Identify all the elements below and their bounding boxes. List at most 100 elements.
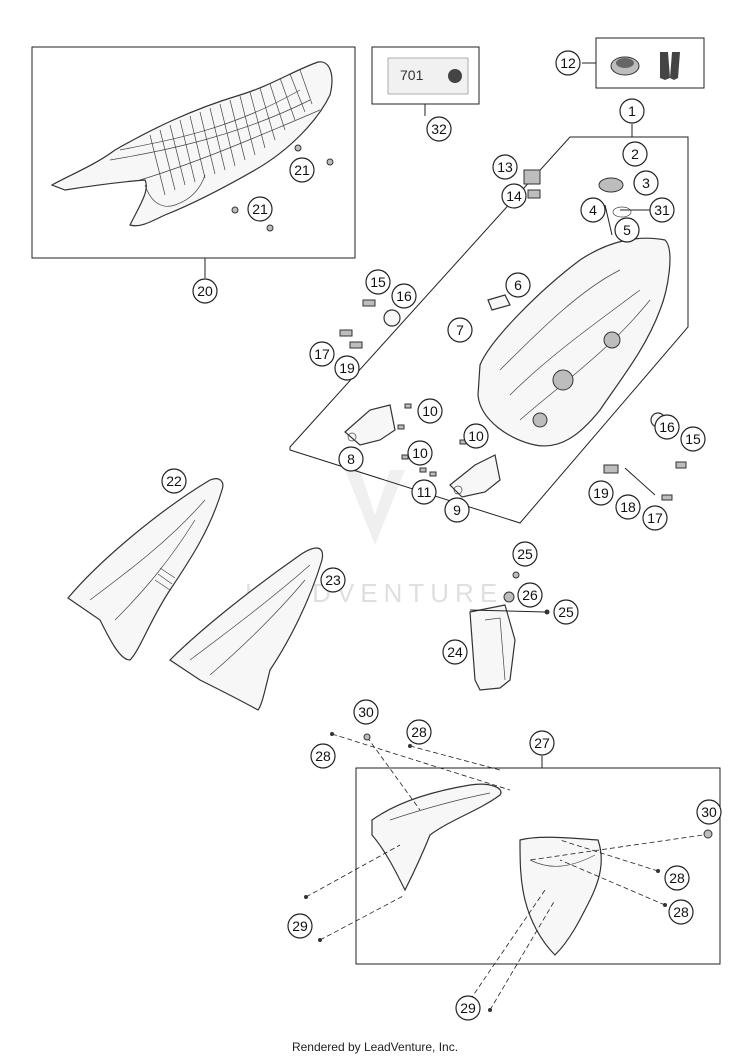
fuel-tank-group-box	[289, 136, 689, 524]
callout-16b: 16	[654, 414, 680, 440]
svg-text:16: 16	[659, 419, 675, 435]
callout-29a: 29	[287, 913, 313, 939]
tank-hardware	[339, 169, 687, 501]
svg-text:27: 27	[534, 735, 550, 751]
callout-10a: 10	[417, 398, 443, 424]
svg-text:24: 24	[447, 644, 463, 660]
callout-19b: 19	[588, 480, 614, 506]
callout-6: 6	[505, 272, 531, 298]
svg-text:8: 8	[347, 451, 355, 467]
svg-text:14: 14	[506, 188, 522, 204]
callout-18: 18	[615, 494, 641, 520]
svg-text:30: 30	[701, 804, 717, 820]
callout-28d: 28	[668, 899, 694, 925]
svg-text:4: 4	[589, 202, 597, 218]
spoiler-dashed-lines	[305, 733, 711, 1011]
svg-text:18: 18	[620, 499, 636, 515]
svg-text:30: 30	[358, 704, 374, 720]
spoiler-fasteners	[304, 732, 713, 1012]
callout-16a: 16	[391, 283, 417, 309]
fuel-cap-set	[610, 52, 680, 80]
callout-28a: 28	[310, 743, 336, 769]
callout-7: 7	[447, 317, 473, 343]
svg-text:15: 15	[370, 274, 386, 290]
callout-31: 31	[649, 197, 675, 223]
callout-10b: 10	[407, 440, 433, 466]
callout-22: 22	[161, 468, 187, 494]
svg-text:21: 21	[294, 162, 310, 178]
seat	[50, 61, 333, 227]
callout-28b: 28	[406, 719, 432, 745]
callout-12: 12	[555, 50, 581, 76]
seat-group-box	[31, 46, 356, 259]
callout-2: 2	[622, 141, 648, 167]
svg-text:13: 13	[497, 159, 513, 175]
svg-text:29: 29	[460, 1000, 476, 1016]
callout-19a: 19	[334, 355, 360, 381]
callout-4: 4	[580, 197, 606, 223]
callout-15a: 15	[365, 269, 391, 295]
callout-21a: 21	[289, 157, 315, 183]
callout-30b: 30	[696, 799, 722, 825]
callout-23: 23	[320, 567, 346, 593]
footer-credit: Rendered by LeadVenture, Inc.	[291, 1040, 459, 1054]
svg-text:3: 3	[642, 175, 650, 191]
callout-11: 11	[411, 479, 437, 505]
svg-text:19: 19	[339, 360, 355, 376]
svg-text:26: 26	[522, 587, 538, 603]
svg-text:25: 25	[558, 604, 574, 620]
svg-text:12: 12	[560, 55, 576, 71]
callout-27: 27	[529, 730, 555, 756]
svg-text:17: 17	[647, 510, 663, 526]
spoiler-right	[519, 836, 602, 956]
callout-9: 9	[444, 497, 470, 523]
svg-text:32: 32	[431, 121, 447, 137]
svg-text:1: 1	[628, 103, 636, 119]
svg-text:7: 7	[456, 322, 464, 338]
callouts: 1 2 3 4 5 6 7 8 9 10 10 10 11 12 13 14 1…	[161, 50, 722, 1021]
callout-32: 32	[426, 116, 452, 142]
svg-text:31: 31	[654, 202, 670, 218]
callout-1: 1	[619, 98, 645, 124]
callout-28c: 28	[664, 865, 690, 891]
side-cover-right	[169, 547, 324, 711]
svg-text:16: 16	[396, 288, 412, 304]
svg-text:15: 15	[685, 431, 701, 447]
spoiler-left	[371, 783, 502, 892]
radiator-spoiler	[469, 571, 550, 691]
svg-text:28: 28	[673, 904, 689, 920]
svg-text:9: 9	[453, 502, 461, 518]
svg-text:21: 21	[252, 201, 268, 217]
callout-25b: 25	[553, 599, 579, 625]
decal-text: 701	[400, 67, 424, 83]
svg-text:6: 6	[514, 277, 522, 293]
svg-text:10: 10	[412, 445, 428, 461]
brackets	[344, 403, 501, 498]
svg-text:17: 17	[314, 346, 330, 362]
svg-text:28: 28	[669, 870, 685, 886]
seat-nuts	[231, 144, 334, 232]
callout-3: 3	[633, 170, 659, 196]
callout-15b: 15	[680, 426, 706, 452]
callout-10c: 10	[463, 423, 489, 449]
decal: 701	[387, 57, 469, 95]
svg-text:10: 10	[468, 428, 484, 444]
callout-8: 8	[338, 446, 364, 472]
callout-26: 26	[517, 582, 543, 608]
callout-13: 13	[492, 154, 518, 180]
svg-text:10: 10	[422, 403, 438, 419]
callout-17b: 17	[642, 505, 668, 531]
svg-text:28: 28	[315, 748, 331, 764]
side-cover-left	[67, 478, 224, 661]
svg-text:23: 23	[325, 572, 341, 588]
svg-text:29: 29	[292, 918, 308, 934]
svg-text:11: 11	[417, 484, 432, 500]
callout-17a: 17	[309, 341, 335, 367]
svg-text:5: 5	[623, 222, 631, 238]
leader-lines	[204, 62, 650, 768]
svg-text:28: 28	[411, 724, 427, 740]
callout-24: 24	[442, 639, 468, 665]
callout-30a: 30	[353, 699, 379, 725]
svg-text:25: 25	[517, 546, 533, 562]
